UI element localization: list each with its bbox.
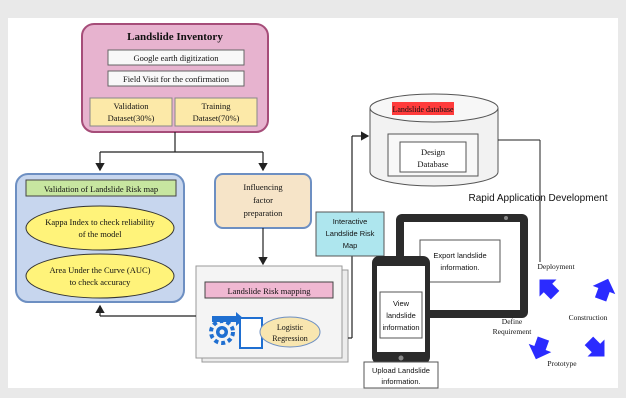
interactive-label-1: Interactive [333, 217, 368, 226]
phone-device: View landslide information [372, 256, 430, 364]
cycle-arrow-icon-2 [592, 278, 616, 302]
rad-define-label-1: Define [502, 317, 523, 326]
training-dataset-label-1: Training [202, 101, 232, 111]
rad-deployment-label: Deployment [537, 262, 575, 271]
landslide-database-cylinder: Landslide database Design Database [369, 93, 499, 187]
kappa-index-label-1: Kappa Index to check reliability [45, 217, 155, 227]
auc-label-1: Area Under the Curve (AUC) [49, 265, 150, 275]
upload-label-2: information. [381, 377, 420, 386]
cycle-arrow-icon-1 [539, 279, 560, 300]
influencing-factor-box: Influencing factor preparation [214, 173, 312, 229]
view-label-3: information [382, 323, 419, 332]
validation-dataset-label-2: Dataset(30%) [108, 113, 155, 123]
logistic-label-1: Logistic [277, 323, 304, 332]
validation-title: Validation of Landslide Risk map [44, 184, 158, 194]
landslide-inventory-box: Landslide Inventory Google earth digitiz… [81, 23, 269, 133]
mapping-to-validation-arrow [95, 304, 196, 317]
view-label-2: landslide [386, 311, 416, 320]
rad-cycle: Deployment Define Requirement Constructi… [493, 262, 616, 368]
validation-dataset-label-1: Validation [114, 101, 150, 111]
risk-mapping-title: Landslide Risk mapping [227, 286, 311, 296]
view-label-1: View [393, 299, 410, 308]
interactive-label-3: Map [343, 241, 358, 250]
cycle-arrow-icon-3 [528, 336, 552, 360]
kappa-index-label-2: of the model [79, 229, 123, 239]
risk-mapping-box: Landslide Risk mapping Logistic Regressi… [195, 265, 349, 363]
interactive-map-box: Interactive Landslide Risk Map [315, 211, 385, 257]
export-label-2: information. [440, 263, 479, 272]
auc-label-2: to check accuracy [70, 277, 132, 287]
factor-label-3: preparation [244, 208, 283, 218]
inventory-connectors [95, 132, 268, 172]
upload-box: Upload Landslide information. [363, 361, 439, 389]
interactive-label-2: Landslide Risk [326, 229, 375, 238]
factor-label-1: Influencing [243, 182, 283, 192]
logistic-label-2: Regression [272, 334, 308, 343]
upload-label-1: Upload Landslide [372, 366, 430, 375]
database-title: Landslide database [392, 105, 454, 114]
process-arrow-icon [212, 312, 244, 326]
rad-title: Rapid Application Development [469, 193, 608, 204]
inventory-step-field-visit: Field Visit for the confirmation [123, 74, 230, 84]
training-dataset-label-2: Dataset(70%) [193, 113, 240, 123]
inventory-step-digitization: Google earth digitization [134, 53, 220, 63]
inventory-title: Landslide Inventory [127, 31, 223, 43]
design-database-label-1: Design [421, 147, 446, 157]
rad-define-label-2: Requirement [493, 327, 533, 336]
export-label-1: Export landslide [433, 251, 486, 260]
factor-label-2: factor [253, 195, 273, 205]
cycle-arrow-icon-4 [584, 336, 605, 357]
document-icon [239, 317, 263, 349]
rad-prototype-label: Prototype [547, 359, 577, 368]
design-database-label-2: Database [417, 159, 448, 169]
rad-construction-label: Construction [569, 313, 608, 322]
validation-box: Validation of Landslide Risk map Kappa I… [15, 173, 185, 303]
